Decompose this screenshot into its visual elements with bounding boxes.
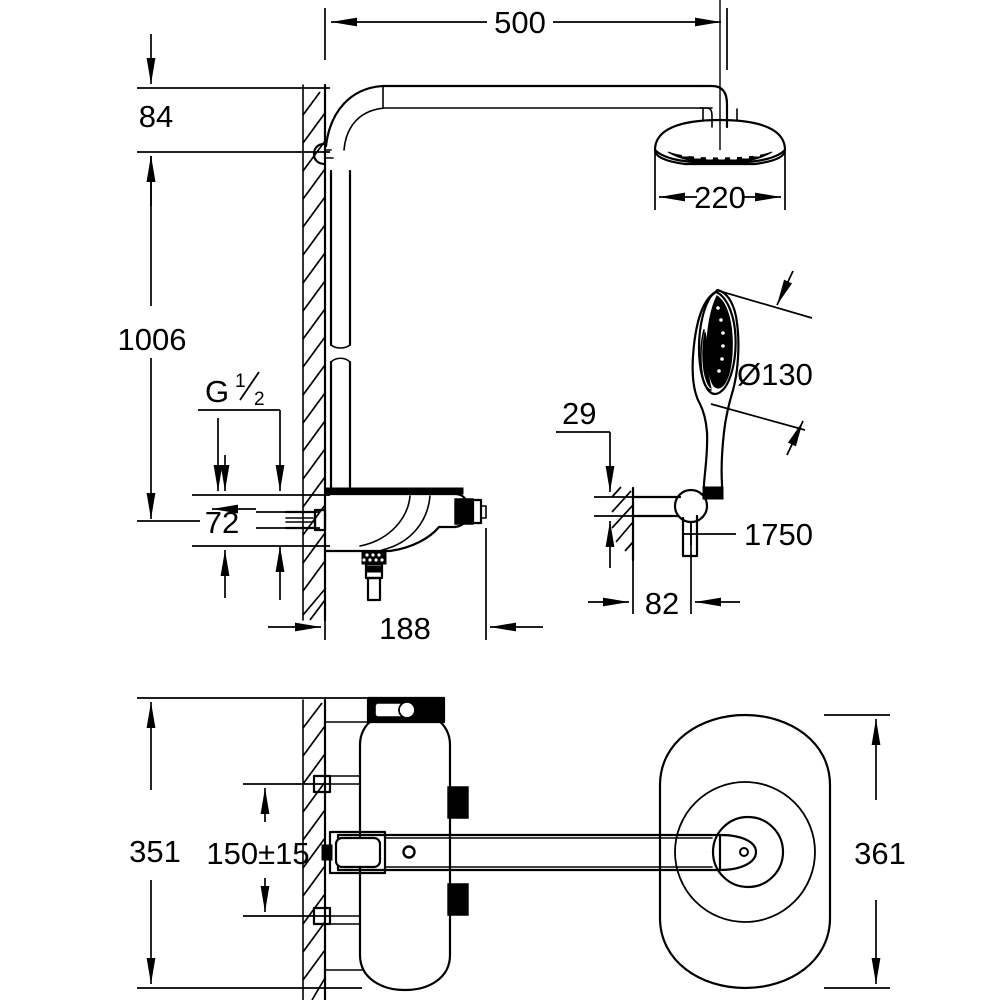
dimension-500: 500 <box>324 5 728 70</box>
thermostatic-mixer-body <box>284 487 487 602</box>
dimension-220-label: 220 <box>694 180 746 215</box>
thread-callout-denominator: 2 <box>254 389 265 410</box>
head-shower <box>653 108 787 166</box>
control-handle-lever <box>321 830 758 875</box>
bottom-outlet-nipple <box>361 550 387 602</box>
dimension-72: 72 <box>192 455 330 598</box>
handle-grub-screw <box>739 847 749 857</box>
dimension-361-label: 361 <box>854 836 906 871</box>
view-side-elevation: 500 84 1006 72 <box>118 0 787 646</box>
wall-hatching <box>302 91 326 621</box>
oval-escutcheon-plate <box>658 713 832 990</box>
dimension-diameter-130-label: Ø130 <box>737 357 813 392</box>
dimension-84: 84 <box>137 34 330 206</box>
bracket-screw-hole <box>398 701 416 719</box>
riser-pipe <box>329 169 352 492</box>
hand-shower-nozzles <box>716 306 725 373</box>
hand-shower-wall-bracket <box>611 486 709 562</box>
escutcheon-inner-ring <box>674 781 816 923</box>
dimension-188: 188 <box>268 528 543 646</box>
dimension-1750: 1750 <box>684 517 813 552</box>
thread-callout-g-half: G 1 2 <box>198 371 285 600</box>
handle-pivot-hole <box>402 845 416 859</box>
dimension-150-label: 150±15 <box>206 836 309 871</box>
dimension-500-label: 500 <box>494 5 546 40</box>
escutcheon-hub <box>711 815 785 889</box>
wall-section <box>302 83 327 622</box>
hose-outlet-connector <box>454 498 487 525</box>
hand-shower <box>691 288 740 500</box>
dimension-1006-label: 1006 <box>118 322 187 357</box>
dimension-361: 361 <box>824 714 906 989</box>
dimension-29: 29 <box>556 396 633 568</box>
handle-end-cap <box>334 836 382 869</box>
view-hand-shower-detail: Ø130 1750 29 82 <box>556 270 813 621</box>
dimension-84-label: 84 <box>139 99 173 134</box>
dimension-188-label: 188 <box>379 611 431 646</box>
view-front-plan: 351 150±15 361 <box>129 696 906 1000</box>
dimension-150-pm-15: 150±15 <box>206 783 330 917</box>
dimension-220: 220 <box>654 152 786 215</box>
thread-callout-prefix: G <box>205 374 229 409</box>
spray-nozzles <box>682 153 760 160</box>
dimension-29-label: 29 <box>562 396 596 431</box>
thermostatic-mixer-body-front <box>312 696 469 992</box>
dimension-82: 82 <box>588 522 740 621</box>
dimension-diameter-130: Ø130 <box>710 270 813 456</box>
side-button-lower <box>447 883 469 916</box>
dimension-351: 351 <box>129 697 368 989</box>
dimension-1750-label: 1750 <box>744 517 813 552</box>
thread-callout-numerator: 1 <box>235 371 246 392</box>
dimension-72-label: 72 <box>205 505 239 540</box>
dimension-82-label: 82 <box>645 586 679 621</box>
dimension-351-label: 351 <box>129 834 181 869</box>
bracket-wall-hatching <box>611 486 634 552</box>
dimension-1006: 1006 <box>118 156 200 522</box>
side-button-upper <box>447 786 469 819</box>
